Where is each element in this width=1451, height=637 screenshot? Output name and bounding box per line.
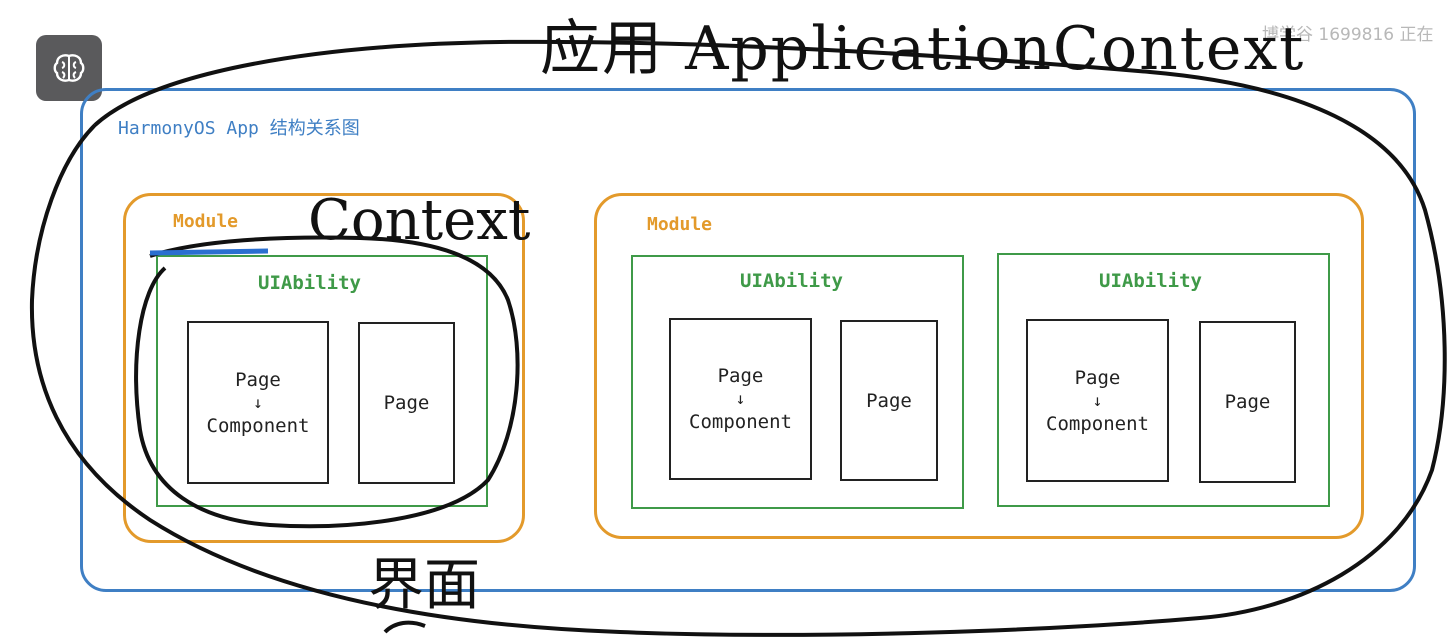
page: Page [358, 322, 455, 484]
page-label: Page [1074, 366, 1121, 389]
page-with-component: Page ↓ Component [669, 318, 812, 480]
component-label: Component [1046, 412, 1149, 435]
module-1-label: Module [173, 211, 239, 232]
page-label: Page [717, 365, 764, 387]
down-arrow-icon: ↓ [253, 392, 263, 412]
down-arrow-icon: ↓ [1092, 390, 1103, 410]
diagram-title: HarmonyOS App 结构关系图 [118, 118, 360, 139]
component-label: Component [206, 414, 310, 437]
module-2-label: Module [647, 214, 713, 235]
application-context-annotation: 应用 ApplicationContext [540, 14, 1306, 84]
brain-icon [53, 54, 85, 82]
page-label: Page [1224, 391, 1271, 413]
module-2-uiability-2-label: UIAbility [1099, 270, 1202, 292]
module-1-uiability-label: UIAbility [258, 272, 361, 294]
interface-annotation: 界面 [368, 553, 480, 618]
context-annotation: Context [308, 188, 531, 253]
component-label: Component [689, 411, 792, 433]
page-label: Page [383, 392, 430, 414]
page-label: Page [235, 368, 281, 391]
page-with-component: Page ↓ Component [1026, 319, 1169, 482]
page-label: Page [866, 389, 912, 412]
page-with-component: Page ↓ Component [187, 321, 329, 484]
interface-tail [383, 620, 426, 634]
module-2-uiability-1-label: UIAbility [740, 270, 843, 292]
page: Page [840, 320, 938, 481]
down-arrow-icon: ↓ [735, 389, 746, 408]
page: Page [1199, 321, 1296, 483]
